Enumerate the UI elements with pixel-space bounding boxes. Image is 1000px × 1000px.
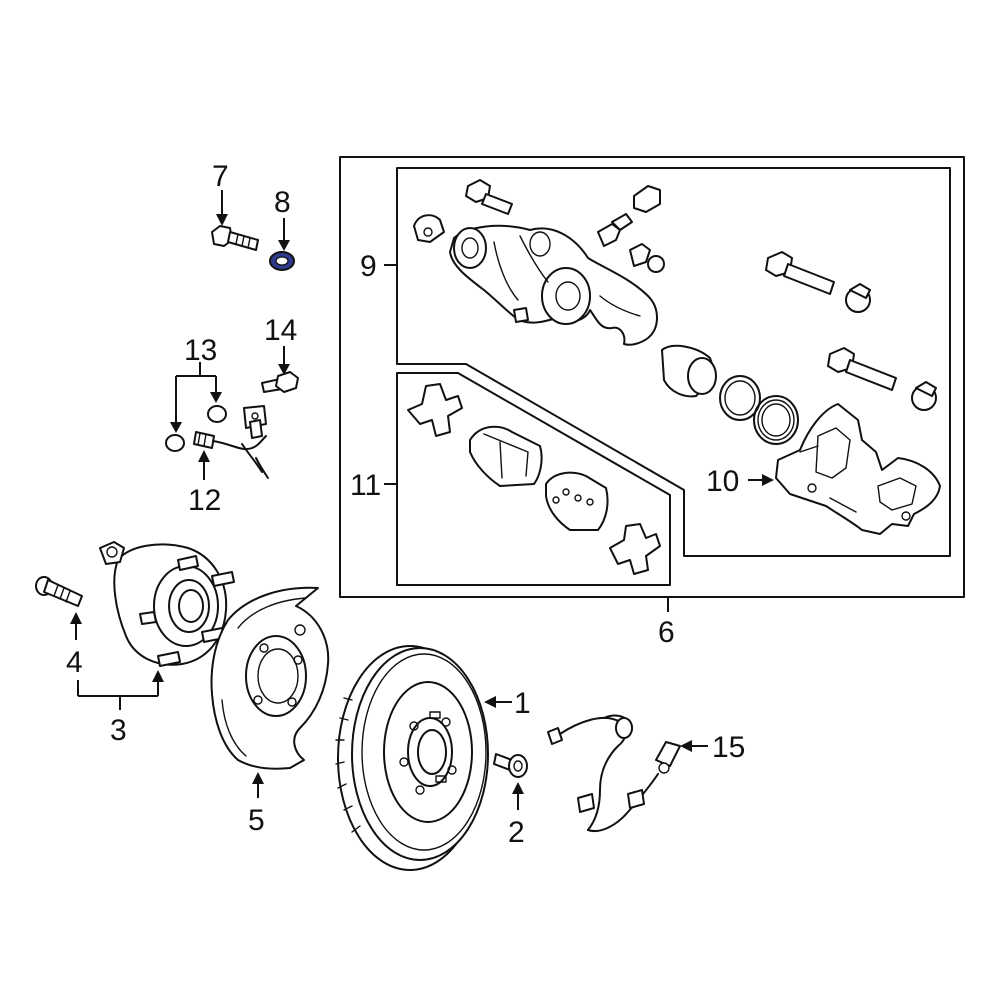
caliper-part-9[interactable]: [449, 224, 658, 346]
sensor-part-12[interactable]: [193, 405, 269, 479]
guide-bolt-part-9f[interactable]: [827, 347, 897, 391]
callout-9: 9: [360, 250, 377, 283]
callout-6: 6: [658, 616, 675, 649]
caliper-subassembly-box: [396, 167, 951, 557]
callout-3: 3: [110, 714, 127, 747]
callout-15: 15: [712, 731, 745, 764]
caliper-assembly-box: [339, 156, 965, 598]
bleeder-cap-part-9[interactable]: [413, 214, 445, 243]
hub-assembly-part-3[interactable]: [99, 541, 235, 667]
callout-11: 11: [350, 469, 381, 502]
boot-part-9e[interactable]: [845, 283, 871, 313]
callout-labels: 1 2 3 4 5 6 7 8 9 10 11 12 13 14 15: [66, 160, 745, 849]
cap-part-9b[interactable]: [633, 185, 661, 213]
o-ring-part-13a[interactable]: [207, 405, 227, 423]
callout-7: 7: [212, 160, 229, 193]
callout-5: 5: [248, 804, 265, 837]
abs-sensor-part-15[interactable]: [547, 714, 681, 832]
brake-rotor-part-1[interactable]: [335, 645, 489, 871]
brake-pad-part-11a[interactable]: [469, 425, 543, 487]
seal-ring-part-8[interactable]: [269, 251, 295, 271]
guide-bolt-part-9d[interactable]: [765, 251, 835, 295]
pad-kit-box: [396, 372, 671, 586]
o-ring-part-13b[interactable]: [165, 434, 185, 452]
screw-part-2[interactable]: [493, 753, 528, 778]
seal-ring-part-9[interactable]: [719, 375, 761, 421]
caliper-bracket-part-10[interactable]: [775, 403, 941, 535]
clip-part-11b[interactable]: [609, 523, 661, 575]
callout-13: 13: [184, 334, 217, 367]
bleeder-valve-part-9[interactable]: [597, 213, 633, 247]
callout-10: 10: [706, 465, 739, 498]
callout-8: 8: [274, 186, 291, 219]
leader-lines: [70, 190, 774, 810]
dust-boot-part-9[interactable]: [753, 395, 799, 445]
bolt-part-9a[interactable]: [465, 179, 513, 215]
hub-bolt-part-4[interactable]: [35, 576, 83, 607]
boot-part-9g[interactable]: [911, 381, 937, 411]
callout-2: 2: [508, 816, 525, 849]
brake-pad-part-11b[interactable]: [545, 471, 609, 531]
clip-part-11a[interactable]: [407, 383, 463, 437]
pin-part-9c[interactable]: [629, 243, 665, 273]
callout-14: 14: [264, 314, 297, 347]
callout-4: 4: [66, 646, 83, 679]
piston-part-9[interactable]: [661, 344, 717, 398]
dust-shield-part-5[interactable]: [210, 586, 330, 770]
callout-12: 12: [188, 484, 221, 517]
bolt-part-14[interactable]: [261, 371, 299, 393]
bolt-part-7[interactable]: [211, 225, 259, 251]
callout-1: 1: [514, 687, 531, 720]
